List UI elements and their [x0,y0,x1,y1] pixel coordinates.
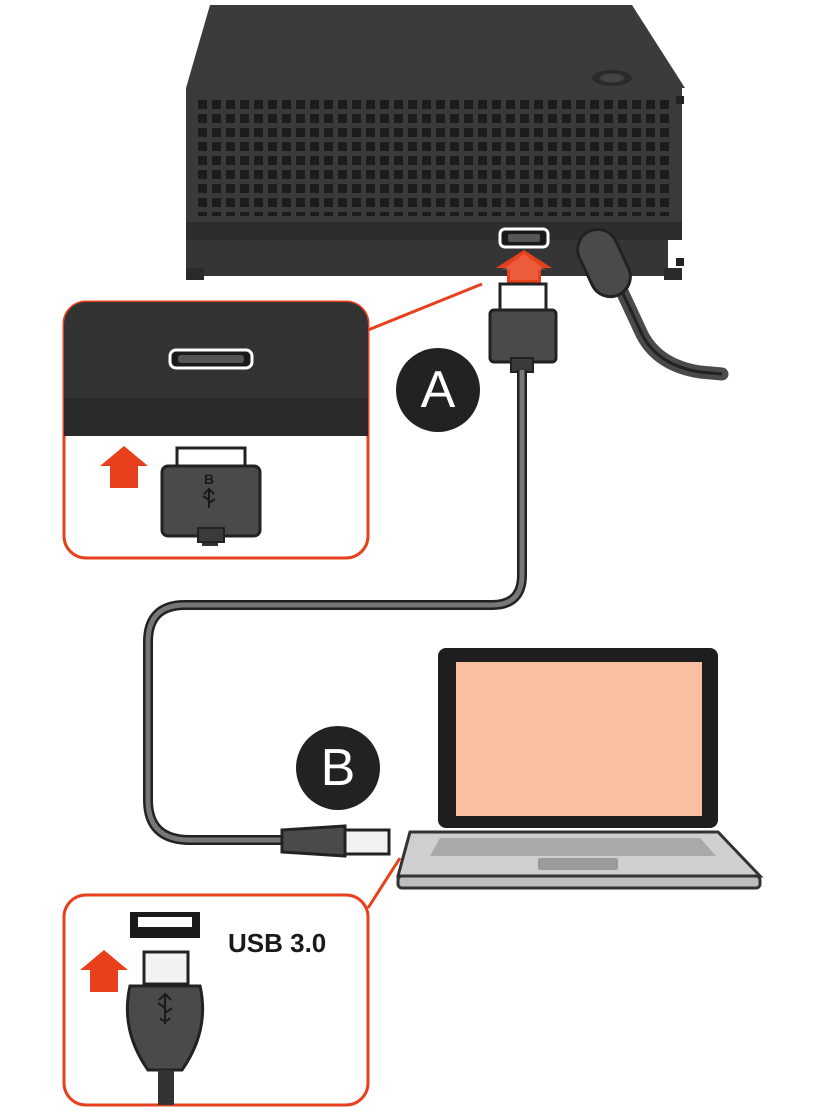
laptop-screen [456,662,702,816]
step-b-letter: B [321,739,356,797]
callout-laptop-port: USB 3.0 [64,858,400,1105]
drive-logo-icon [592,70,632,86]
usb-type-a-port-icon [130,912,200,938]
usb-micro-b-port-detail-icon [170,350,252,368]
step-a-letter: A [421,361,456,419]
usb-micro-b-port-icon[interactable] [500,229,548,247]
plug-b-letter: B [204,471,214,487]
usb-port-label: USB 3.0 [228,928,326,958]
micro-b-plug [490,284,556,372]
micro-b-plug-detail: B [162,448,260,546]
laptop [398,648,760,888]
drive-grille [198,98,670,216]
step-badge-b: B [296,726,380,810]
type-a-plug [282,826,389,856]
step-badge-a: A [396,348,480,432]
